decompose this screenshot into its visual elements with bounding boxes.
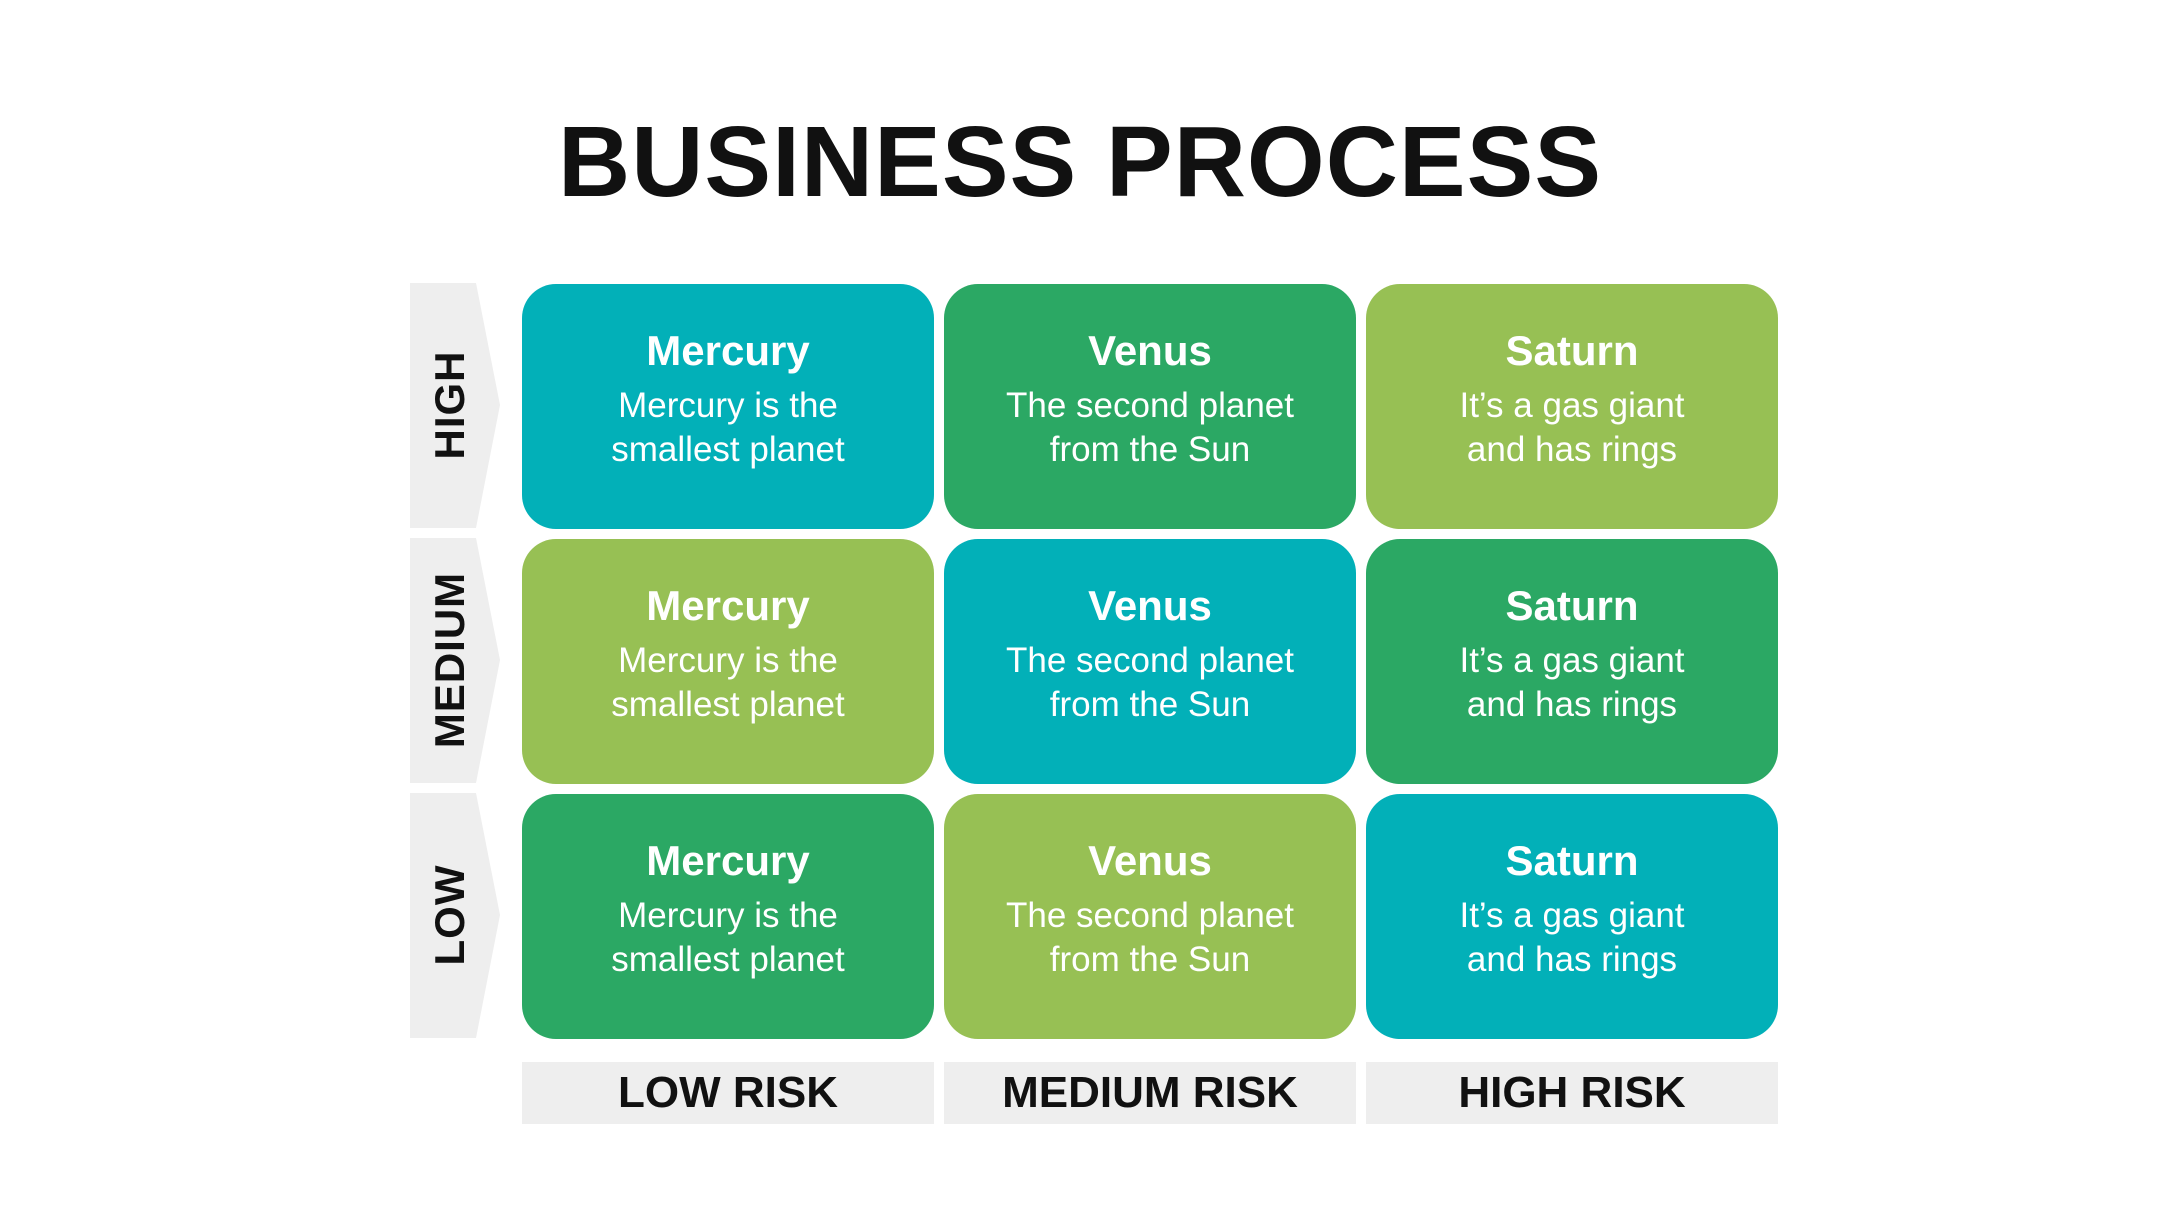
row-label-chevron xyxy=(410,283,500,528)
cell-title: Mercury xyxy=(646,327,810,374)
cell-title: Venus xyxy=(1088,582,1212,629)
cell-description-line: and has rings xyxy=(1466,430,1678,469)
cell-title: Saturn xyxy=(1505,327,1639,374)
column-label-medium-risk: MEDIUM RISK xyxy=(944,1062,1356,1124)
cell-title: Venus xyxy=(1088,837,1212,884)
cell-description-line: The second planet xyxy=(1006,641,1294,680)
cell-description-line: smallest planet xyxy=(611,430,845,469)
row-label-text: HIGH xyxy=(426,350,473,460)
cell-description-line: It’s a gas giant xyxy=(1459,386,1685,425)
row-label-medium: MEDIUM xyxy=(410,538,500,783)
cell-description: It’s a gas giant and has rings xyxy=(1376,639,1768,727)
cell-description-line: from the Sun xyxy=(1049,685,1251,724)
matrix-cell-medium-high-risk: Saturn It’s a gas giant and has rings xyxy=(1366,539,1778,784)
matrix-cell-low-low-risk: Mercury Mercury is the smallest planet xyxy=(522,794,934,1039)
cell-description-line: Mercury is the xyxy=(618,896,838,935)
row-label-chevron xyxy=(410,538,500,783)
cell-description-line: It’s a gas giant xyxy=(1459,896,1685,935)
cell-description: Mercury is the smallest planet xyxy=(532,639,924,727)
cell-description: Mercury is the smallest planet xyxy=(532,894,924,982)
page-title: BUSINESS PROCESS xyxy=(557,106,1603,218)
cell-description-line: The second planet xyxy=(1006,386,1294,425)
row-label-text: LOW xyxy=(426,864,473,966)
cell-description-line: It’s a gas giant xyxy=(1459,641,1685,680)
cell-title: Mercury xyxy=(646,582,810,629)
cell-description: The second planet from the Sun xyxy=(954,384,1346,472)
cell-title: Saturn xyxy=(1505,582,1639,629)
row-label-text: MEDIUM xyxy=(426,571,473,749)
cell-description-line: smallest planet xyxy=(611,940,845,979)
cell-description: Mercury is the smallest planet xyxy=(532,384,924,472)
row-label-chevron xyxy=(410,793,500,1038)
row-label-low: LOW xyxy=(410,793,500,1038)
matrix-cell-low-medium-risk: Venus The second planet from the Sun xyxy=(944,794,1356,1039)
cell-description-line: and has rings xyxy=(1466,685,1678,724)
cell-description-line: The second planet xyxy=(1006,896,1294,935)
matrix-cell-high-high-risk: Saturn It’s a gas giant and has rings xyxy=(1366,284,1778,529)
matrix-cell-high-medium-risk: Venus The second planet from the Sun xyxy=(944,284,1356,529)
cell-title: Venus xyxy=(1088,327,1212,374)
cell-description-line: from the Sun xyxy=(1049,940,1251,979)
column-label-high-risk: HIGH RISK xyxy=(1366,1062,1778,1124)
cell-title: Mercury xyxy=(646,837,810,884)
cell-description: It’s a gas giant and has rings xyxy=(1376,384,1768,472)
matrix-cell-low-high-risk: Saturn It’s a gas giant and has rings xyxy=(1366,794,1778,1039)
cell-description-line: Mercury is the xyxy=(618,641,838,680)
cell-description: The second planet from the Sun xyxy=(954,894,1346,982)
matrix-cell-medium-medium-risk: Venus The second planet from the Sun xyxy=(944,539,1356,784)
matrix-cell-high-low-risk: Mercury Mercury is the smallest planet xyxy=(522,284,934,529)
cell-description-line: Mercury is the xyxy=(618,386,838,425)
column-label-low-risk: LOW RISK xyxy=(522,1062,934,1124)
cell-description-line: from the Sun xyxy=(1049,430,1251,469)
cell-title: Saturn xyxy=(1505,837,1639,884)
cell-description-line: and has rings xyxy=(1466,940,1678,979)
cell-description-line: smallest planet xyxy=(611,685,845,724)
row-label-high: HIGH xyxy=(410,283,500,528)
cell-description: The second planet from the Sun xyxy=(954,639,1346,727)
matrix-cell-medium-low-risk: Mercury Mercury is the smallest planet xyxy=(522,539,934,784)
cell-description: It’s a gas giant and has rings xyxy=(1376,894,1768,982)
